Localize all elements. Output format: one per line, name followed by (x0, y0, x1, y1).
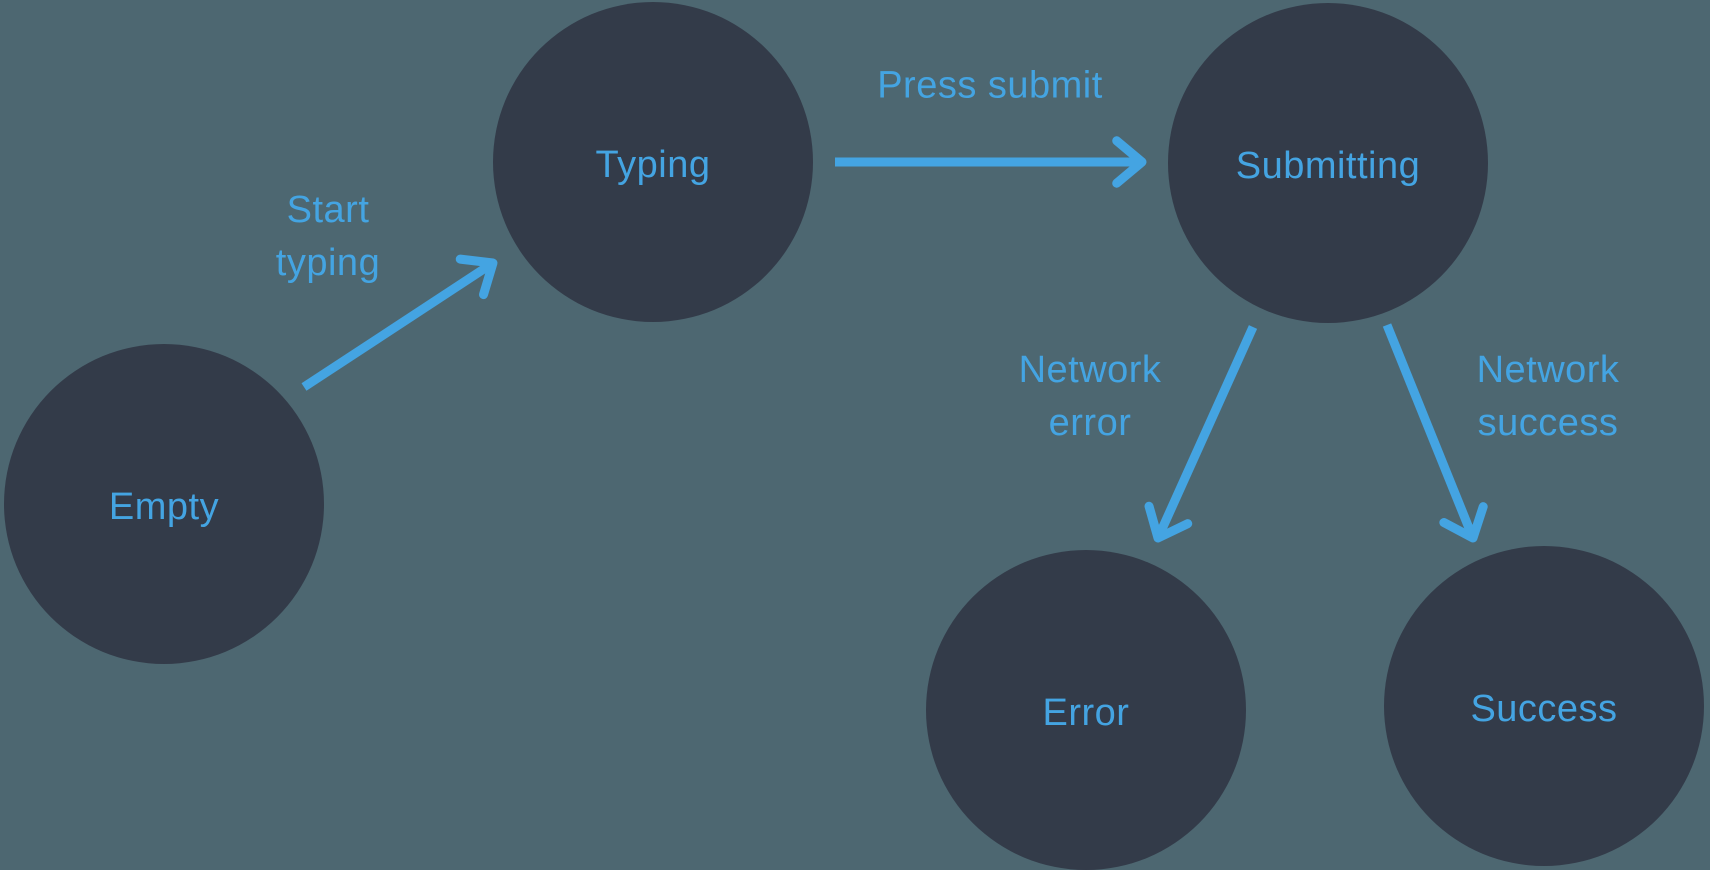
state-node-submitting-label: Submitting (1235, 144, 1421, 187)
state-node-submitting: Submitting (1168, 3, 1488, 323)
transition-arrow-press-submit (835, 136, 1147, 188)
state-node-empty-label: Empty (108, 485, 220, 528)
arrow-shaft (1156, 325, 1258, 535)
transition-label-network-success: Network success (1477, 344, 1620, 450)
transition-label-line: Network (1018, 349, 1162, 391)
state-node-success: Success (1384, 546, 1704, 866)
arrowhead-icon (1439, 502, 1488, 543)
transition-label-network-error: Network error (1019, 344, 1162, 450)
transition-arrow-network-success (1382, 323, 1488, 543)
arrowhead-icon (455, 254, 498, 300)
transition-arrow-network-error (1144, 325, 1258, 543)
state-node-typing: Typing (493, 2, 813, 322)
transition-label-start-typing: Start typing (276, 184, 380, 290)
transition-label-line: typing (275, 242, 381, 284)
state-node-error: Error (926, 550, 1246, 870)
state-node-typing-label: Typing (595, 143, 711, 186)
arrowhead-icon (1112, 136, 1147, 188)
state-node-success-label: Success (1470, 687, 1618, 730)
state-node-error-label: Error (1042, 691, 1130, 734)
transition-label-line: error (1048, 402, 1132, 444)
transition-label-line: Press submit (877, 64, 1103, 107)
transition-label-press-submit: Press submit (877, 60, 1103, 113)
transition-label-line: success (1477, 402, 1619, 444)
arrow-shaft (1382, 323, 1475, 535)
transition-label-line: Start (286, 189, 370, 231)
transition-label-line: Network (1476, 349, 1620, 391)
arrowhead-icon (1144, 501, 1193, 543)
state-node-empty: Empty (4, 344, 324, 664)
